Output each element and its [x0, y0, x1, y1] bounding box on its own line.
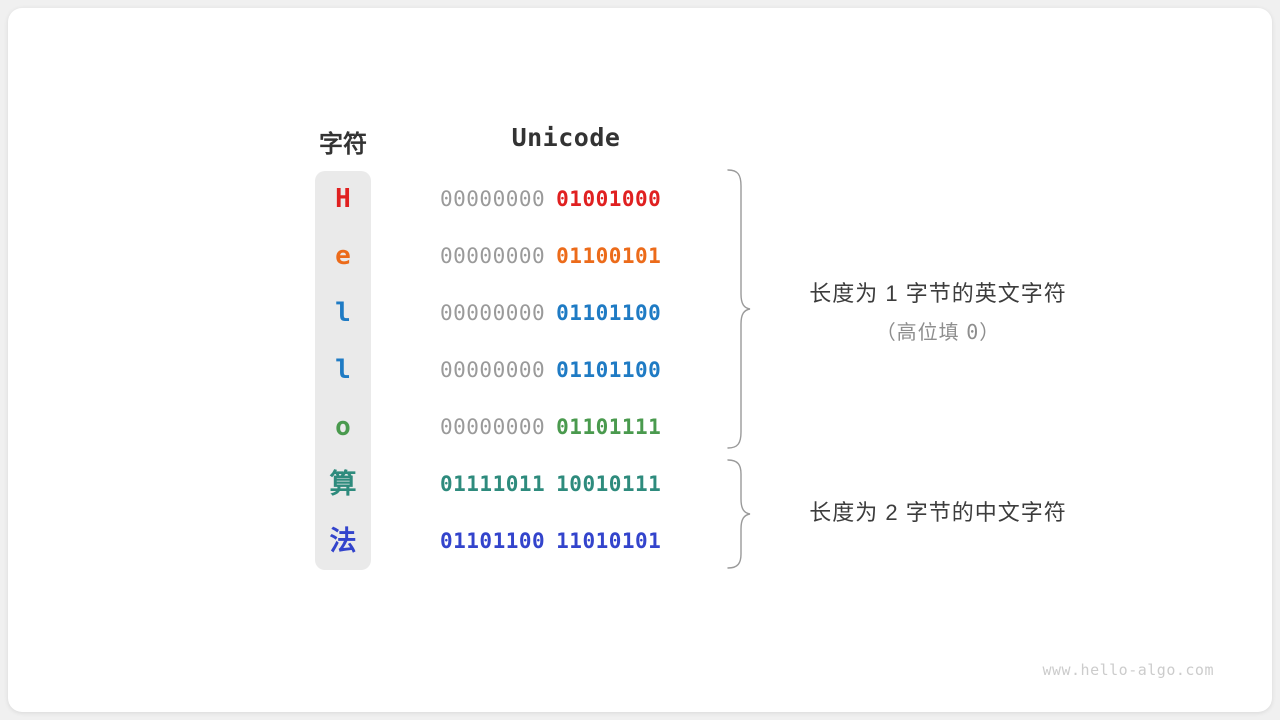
character-cell: l: [335, 355, 351, 385]
unicode-row: 00000000 01001000: [440, 171, 696, 228]
high-byte: 00000000: [440, 358, 546, 382]
high-byte: 00000000: [440, 415, 546, 439]
watermark: www.hello-algo.com: [1042, 661, 1214, 679]
high-byte: 00000000: [440, 301, 546, 325]
character-cell: H: [335, 184, 351, 214]
unicode-row: 00000000 01101100: [440, 285, 696, 342]
annotation-one-byte-sub: （高位填 0）: [768, 316, 1108, 345]
annotation-two-byte: 长度为 2 字节的中文字符: [768, 495, 1108, 527]
annotation-sub-suffix: ）: [979, 322, 1001, 344]
brace-2-byte: [726, 458, 752, 570]
low-byte: 01100101: [556, 244, 662, 268]
unicode-row: 00000000 01101100: [440, 342, 696, 399]
low-byte: 11010101: [556, 529, 662, 553]
high-byte: 01111011: [440, 472, 546, 496]
character-cell: l: [335, 298, 351, 328]
character-cell: 算: [329, 469, 357, 499]
annotation-two-byte-main: 长度为 2 字节的中文字符: [809, 500, 1067, 525]
unicode-row: 00000000 01100101: [440, 228, 696, 285]
column-header-unicode: Unicode: [511, 123, 621, 152]
character-cell: 法: [329, 526, 357, 556]
character-cell: o: [335, 412, 351, 442]
annotation-sub-prefix: （高位填: [875, 322, 967, 344]
low-byte: 01101111: [556, 415, 662, 439]
low-byte: 01101100: [556, 301, 662, 325]
annotation-one-byte-main: 长度为 1 字节的英文字符: [809, 281, 1067, 306]
low-byte: 01001000: [556, 187, 662, 211]
annotation-sub-value: 0: [966, 320, 980, 344]
brace-1-byte: [726, 168, 752, 450]
annotation-one-byte: 长度为 1 字节的英文字符 （高位填 0）: [768, 276, 1108, 345]
column-header-character: 字符: [319, 131, 367, 158]
high-byte: 00000000: [440, 187, 546, 211]
unicode-row: 00000000 01101111: [440, 399, 696, 456]
character-cell: e: [335, 241, 351, 271]
low-byte: 01101100: [556, 358, 662, 382]
high-byte: 01101100: [440, 529, 546, 553]
unicode-row: 01111011 10010111: [440, 456, 696, 513]
unicode-row: 01101100 11010101: [440, 513, 696, 570]
high-byte: 00000000: [440, 244, 546, 268]
low-byte: 10010111: [556, 472, 662, 496]
